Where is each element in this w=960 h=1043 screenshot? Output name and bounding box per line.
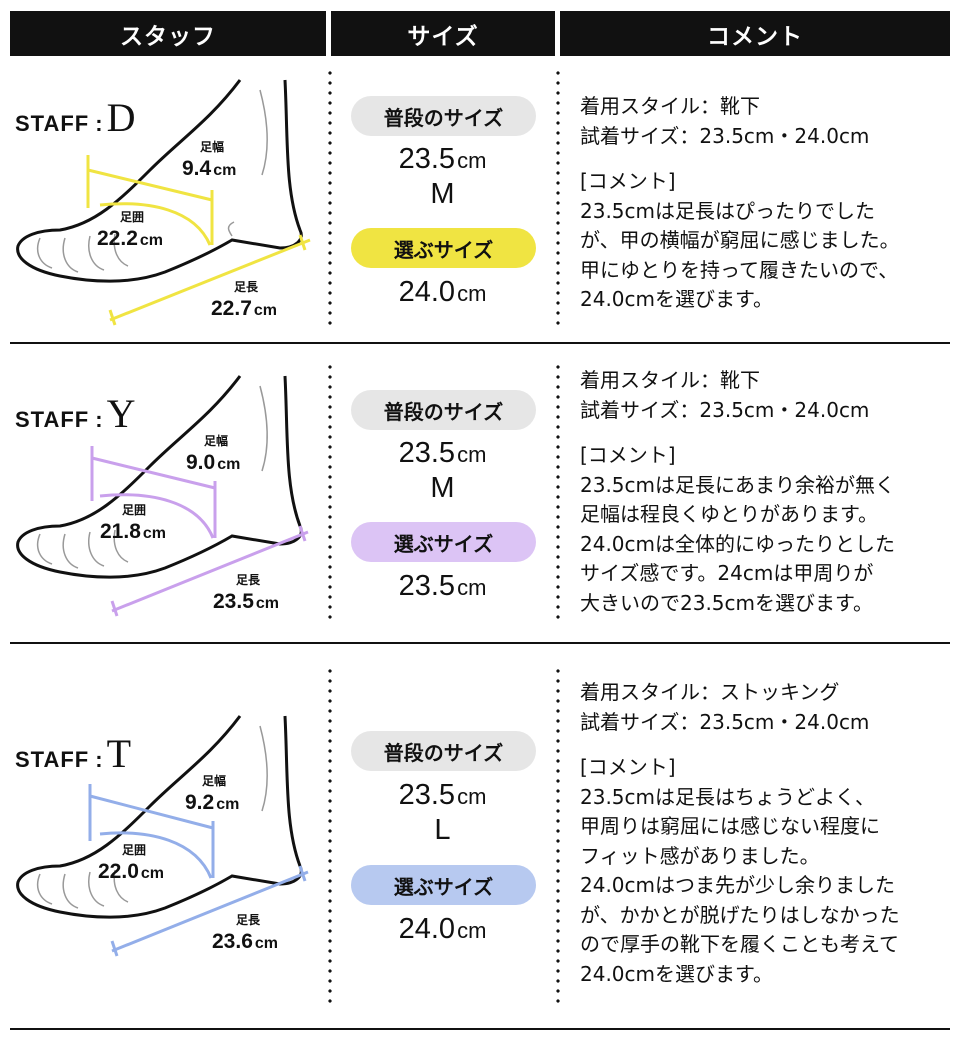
foot-diagram [16,375,309,617]
comment-line: 甲周りは窮屈には感じない程度に [580,814,880,838]
comment-line: 24.0cmは全体的にゆったりとした [580,531,896,556]
staff-prefix: STAFF [15,111,90,136]
header-size: サイズ [331,11,555,56]
staff-colon: : [95,747,103,772]
staff-name: STAFF : D [15,98,135,138]
usual-size-value: 23.5cm [398,143,487,175]
staff-initial: Y [106,391,136,436]
wear-style: 着用スタイル：靴下 [580,94,760,118]
row-divider [10,1028,950,1030]
chosen-size-value: 23.5cm [398,570,487,602]
wear-style: 着用スタイル：ストッキング [580,680,840,704]
table-header: スタッフ サイズ コメント [10,11,950,56]
comment-line: が、かかとが脱げたりはしなかった [580,902,900,927]
chosen-size-pill: 選ぶサイズ [351,228,536,268]
comment-block: 着用スタイル：ストッキング 試着サイズ：23.5cm・24.0cm [コメント]… [580,678,955,989]
comment-line: 甲にゆとりを持って履きたいので、 [580,257,899,282]
header-staff: スタッフ [10,11,326,56]
usual-size-value: 23.5cm [398,779,487,811]
foot-diagram [16,79,311,326]
usual-size-letter: M [430,178,455,210]
width-marker [88,784,309,957]
column-separator [556,362,560,624]
foot-width-label: 足幅 [204,434,229,448]
staff-colon: : [95,407,103,432]
tried-sizes: 試着サイズ：23.5cm・24.0cm [580,123,870,148]
column-separator [328,362,332,624]
comment-line: 23.5cmは足長はぴったりでした [580,198,876,223]
comment-line: 24.0cmはつま先が少し余りました [580,873,896,897]
usual-size-letter: M [430,472,455,504]
row-divider [10,342,950,344]
comment-line: [コメント] [580,443,676,467]
usual-size-letter: L [434,814,451,846]
foot-length-label: 足長 [236,913,261,927]
width-marker [86,155,311,326]
column-separator [556,666,560,1006]
chosen-size-value: 24.0cm [398,913,487,945]
comment-line: [コメント] [580,169,676,193]
staff-name: STAFF : T [15,734,131,774]
staff-colon: : [95,111,103,136]
comment-line: 23.5cmは足長にあまり余裕が無く [580,472,896,497]
tried-sizes: 試着サイズ：23.5cm・24.0cm [580,397,870,422]
chosen-size-pill: 選ぶサイズ [351,522,536,562]
comment-block: 着用スタイル：靴下 試着サイズ：23.5cm・24.0cm [コメント] 23.… [580,92,955,315]
foot-girth-label: 足囲 [120,210,145,224]
comment-line: 24.0cmを選びます。 [580,287,774,311]
usual-size-pill: 普段のサイズ [351,731,536,771]
wear-style: 着用スタイル：靴下 [580,368,760,392]
comment-line: 23.5cmは足長はちょうどよく、 [580,784,876,809]
width-marker [90,446,309,617]
chosen-size-value: 24.0cm [398,276,487,308]
comment-line: 大きいので23.5cmを選びます。 [580,590,874,615]
comment-line: フィット感がありました。 [580,843,820,868]
foot-girth-label: 足囲 [122,503,147,517]
header-comment: コメント [560,11,950,56]
tried-sizes: 試着サイズ：23.5cm・24.0cm [580,709,870,734]
foot-width-label: 足幅 [200,140,225,154]
comment-line: ので厚手の靴下を履くことも考えて [580,932,899,956]
column-separator [328,666,332,1006]
staff-initial: T [106,731,132,776]
usual-size-pill: 普段のサイズ [351,96,536,136]
staff-initial: D [106,95,136,140]
usual-size-pill: 普段のサイズ [351,390,536,430]
column-separator [328,68,332,330]
foot-width-label: 足幅 [202,774,227,788]
staff-prefix: STAFF [15,407,90,432]
comment-line: [コメント] [580,755,676,779]
chosen-size-pill: 選ぶサイズ [351,865,536,905]
comment-block: 着用スタイル：靴下 試着サイズ：23.5cm・24.0cm [コメント] 23.… [580,366,955,618]
comment-line: が、甲の横幅が窮屈に感じました。 [580,228,900,252]
foot-length-label: 足長 [234,280,259,294]
row-divider [10,642,950,644]
comment-line: 24.0cmを選びます。 [580,961,774,986]
column-separator [556,68,560,330]
usual-size-value: 23.5cm [398,437,487,469]
comment-line: 足幅は程良くゆとりがあります。 [580,502,878,526]
foot-diagram [16,715,309,957]
foot-girth-label: 足囲 [122,843,147,857]
staff-prefix: STAFF [15,747,90,772]
staff-name: STAFF : Y [15,394,135,434]
foot-length-label: 足長 [236,573,261,587]
comment-line: サイズ感です。24cmは甲周りが [580,561,874,585]
